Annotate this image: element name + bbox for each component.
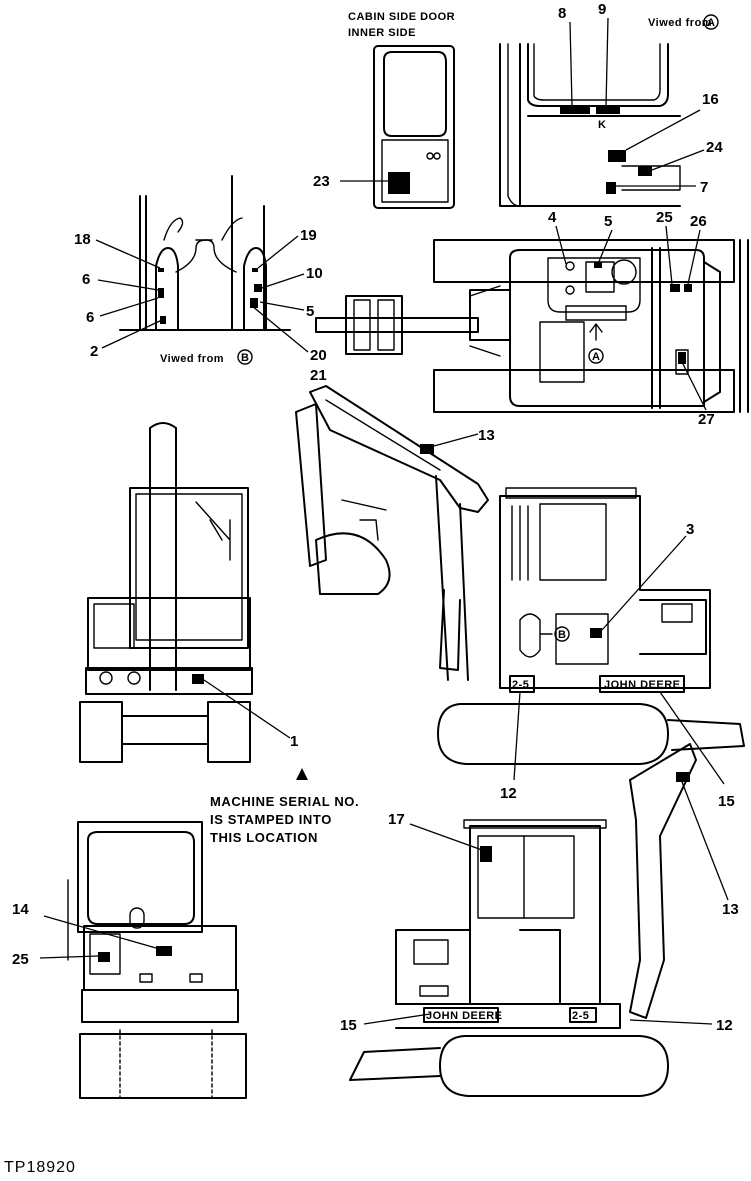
callout-19: 19 <box>300 227 317 244</box>
decal-27 <box>684 284 692 292</box>
decal-26 <box>670 284 680 292</box>
callout-15-left: 15 <box>718 793 735 810</box>
left-side-view: 13 B 3 2-5 JOHN DEERE 12 15 <box>295 385 745 810</box>
callout-9: 7 <box>700 179 708 196</box>
callout-13-left: 13 <box>478 427 495 444</box>
brand-left: JOHN DEERE <box>604 679 681 691</box>
cabin-door-label-line1: CABIN SIDE DOOR <box>348 11 455 23</box>
marker-b: B <box>558 629 566 641</box>
callout-6-right: 5 <box>306 303 314 320</box>
right-side-view: 17 13 JOHN DEERE 2-5 15 12 <box>340 743 739 1097</box>
decal-2 <box>160 316 166 324</box>
callout-27: 26 <box>690 213 707 230</box>
viewed-from-b-view: 18 6 6 2 19 10 5 20 21 Viwed from B <box>74 175 327 384</box>
callout-11: 8 <box>558 5 566 22</box>
viewed-b-label: Viwed from <box>160 353 224 365</box>
decal-8 <box>254 284 262 292</box>
decal-13-left <box>420 444 434 454</box>
cabin-door-view: CABIN SIDE DOOR INNER SIDE 23 <box>313 11 455 209</box>
decal-25 <box>678 352 686 364</box>
marker-a: A <box>592 351 600 363</box>
callout-12-left: 12 <box>500 785 517 802</box>
badge-left: 2-5 <box>512 679 529 691</box>
cabin-door-label-line2: INNER SIDE <box>348 27 416 39</box>
callout-4: 4 <box>548 209 557 226</box>
serial-note-line1: MACHINE SERIAL NO. <box>210 794 359 809</box>
decal-13-right <box>676 772 690 782</box>
callout-1: 1 <box>290 733 298 750</box>
decal-23 <box>638 166 652 176</box>
decal-6 <box>250 298 258 308</box>
callout-14: 14 <box>12 901 29 918</box>
figure-id: TP18920 <box>4 1159 76 1176</box>
decal-9 <box>606 182 616 194</box>
callout-23: 24 <box>706 139 723 156</box>
decal-10 <box>596 106 620 114</box>
rear-view: 14 25 <box>12 821 247 1099</box>
front-view: 1 MACHINE SERIAL NO. IS STAMPED INTO THI… <box>79 422 359 845</box>
top-plan-view: A 4 5 25 26 27 <box>315 209 749 428</box>
badge-right: 2-5 <box>572 1010 589 1022</box>
serial-arrow-icon <box>296 768 308 780</box>
decal-16 <box>608 150 626 162</box>
callout-16: 16 <box>702 91 719 108</box>
viewed-a-label: Viwed from <box>648 17 712 29</box>
callout-7: 6 <box>82 271 90 288</box>
decal-22 <box>388 172 410 194</box>
callout-24: 25 <box>12 951 29 968</box>
callout-20: 20 <box>310 347 327 364</box>
callout-12-right: 12 <box>716 1017 733 1034</box>
callout-21: 21 <box>310 367 327 384</box>
svg-text:K: K <box>598 119 606 131</box>
callout-22: 23 <box>313 173 330 190</box>
callout-18: 18 <box>74 231 91 248</box>
callout-15-right: 15 <box>340 1017 357 1034</box>
callout-6-left: 6 <box>86 309 94 326</box>
decal-7 <box>158 288 164 298</box>
decal-17 <box>480 846 492 862</box>
callout-3: 3 <box>686 521 694 538</box>
decal-1 <box>192 674 204 684</box>
callout-2: 2 <box>90 343 98 360</box>
decal-3 <box>590 628 602 638</box>
decal-11 <box>560 106 590 114</box>
brand-right: JOHN DEERE <box>426 1010 503 1022</box>
viewed-b-marker: B <box>241 352 249 364</box>
serial-note-line3: THIS LOCATION <box>210 830 318 845</box>
callout-10: 9 <box>598 1 606 18</box>
callout-25: 27 <box>698 411 715 428</box>
viewed-a-marker: A <box>707 17 715 29</box>
callout-13-right: 13 <box>722 901 739 918</box>
decal-14 <box>156 946 172 956</box>
decal-24 <box>98 952 110 962</box>
callout-17: 17 <box>388 811 405 828</box>
callout-26: 25 <box>656 209 673 226</box>
callout-5: 5 <box>604 213 612 230</box>
serial-note-line2: IS STAMPED INTO <box>210 812 332 827</box>
viewed-from-a-view: Viwed from A 8 9 K 16 24 7 <box>499 1 723 207</box>
callout-8: 10 <box>306 265 323 282</box>
